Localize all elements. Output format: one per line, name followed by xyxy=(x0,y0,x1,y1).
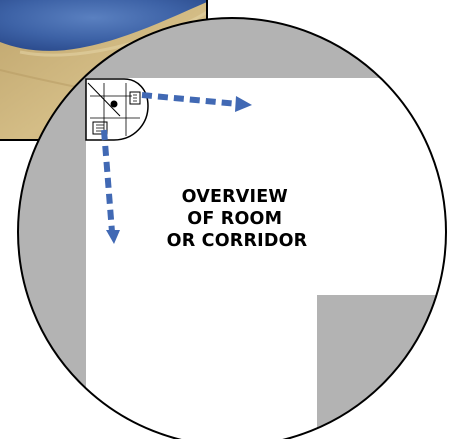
label-line-3: OR CORRIDOR xyxy=(167,231,308,251)
room-label: OVERVIEW OF ROOM OR CORRIDOR xyxy=(167,187,308,251)
label-line-1: OVERVIEW xyxy=(182,187,288,207)
label-line-2: OF ROOM xyxy=(187,209,282,229)
